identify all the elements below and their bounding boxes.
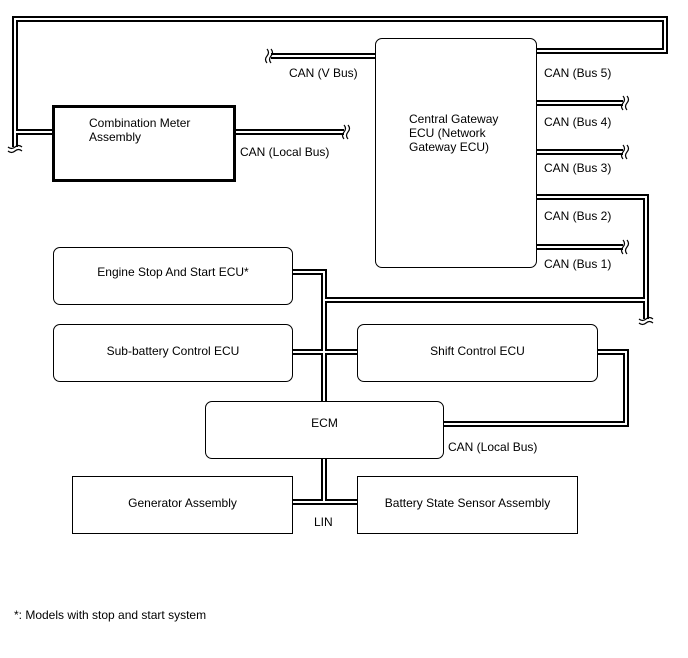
battery-sensor-box: Battery State Sensor Assembly [357,476,578,534]
can-bus2-return-wire [292,269,646,303]
can-bus2-label: CAN (Bus 2) [544,209,612,223]
bus-break-mark-3 [620,144,630,160]
terminator-group [7,48,654,326]
generator-label: Generator Assembly [128,496,237,510]
bus-break-gap-3 [623,147,627,157]
engine-stop-start-box: Engine Stop And Start ECU* [53,247,293,305]
bus-break-gap-1 [344,127,348,137]
shift-control-label: Shift Control ECU [430,344,525,358]
can-local-bus-ecm-wire-core [443,351,627,425]
bus-break-gap-4 [623,242,627,252]
lin-bus-wire [292,458,327,505]
central-gateway-label: Central Gateway ECU (Network Gateway ECU… [409,112,499,154]
bus-break-gap-0 [267,51,271,61]
bus-break-gap-5 [10,147,20,151]
can-local-bus-meter-label: CAN (Local Bus) [240,145,330,159]
shift-control-box: Shift Control ECU [357,324,598,382]
bus-break-mark-6 [638,316,654,326]
combination-meter-label: Combination Meter Assembly [89,116,191,144]
ecm-label: ECM [311,416,338,430]
lin-label: LIN [314,515,333,529]
can-bus4-label: CAN (Bus 4) [544,115,612,129]
can-v-bus-bus5-loop-wire-core [14,18,666,148]
footnote: *: Models with stop and start system [14,608,207,622]
can-bus2-wire-core [536,196,647,320]
bus-break-mark-2 [620,95,630,111]
generator-box: Generator Assembly [72,476,293,534]
battery-sensor-label: Battery State Sensor Assembly [384,496,551,510]
bus-break-mark-4 [620,239,630,255]
can-v-bus-label: CAN (V Bus) [289,66,358,80]
combination-meter-box: Combination Meter Assembly [52,105,236,182]
bus-break-mark-5 [7,144,23,154]
can-local-bus-ecm-label: CAN (Local Bus) [448,440,538,454]
engine-stop-start-label: Engine Stop And Start ECU* [97,265,249,279]
bus-break-mark-0 [264,48,274,64]
lin-bus-wire-core [292,458,325,503]
bus-break-gap-6 [641,319,651,323]
bus-break-mark-1 [341,124,351,140]
can-bus1-label: CAN (Bus 1) [544,257,612,271]
can-bus2-return-wire-core [292,271,646,301]
ecm-box: ECM [205,401,444,459]
sub-battery-label: Sub-battery Control ECU [106,344,240,358]
sub-battery-box: Sub-battery Control ECU [53,324,293,382]
can-bus3-label: CAN (Bus 3) [544,161,612,175]
bus-break-gap-2 [623,98,627,108]
can-bus5-label: CAN (Bus 5) [544,66,612,80]
central-gateway-box: Central Gateway ECU (Network Gateway ECU… [375,38,537,268]
